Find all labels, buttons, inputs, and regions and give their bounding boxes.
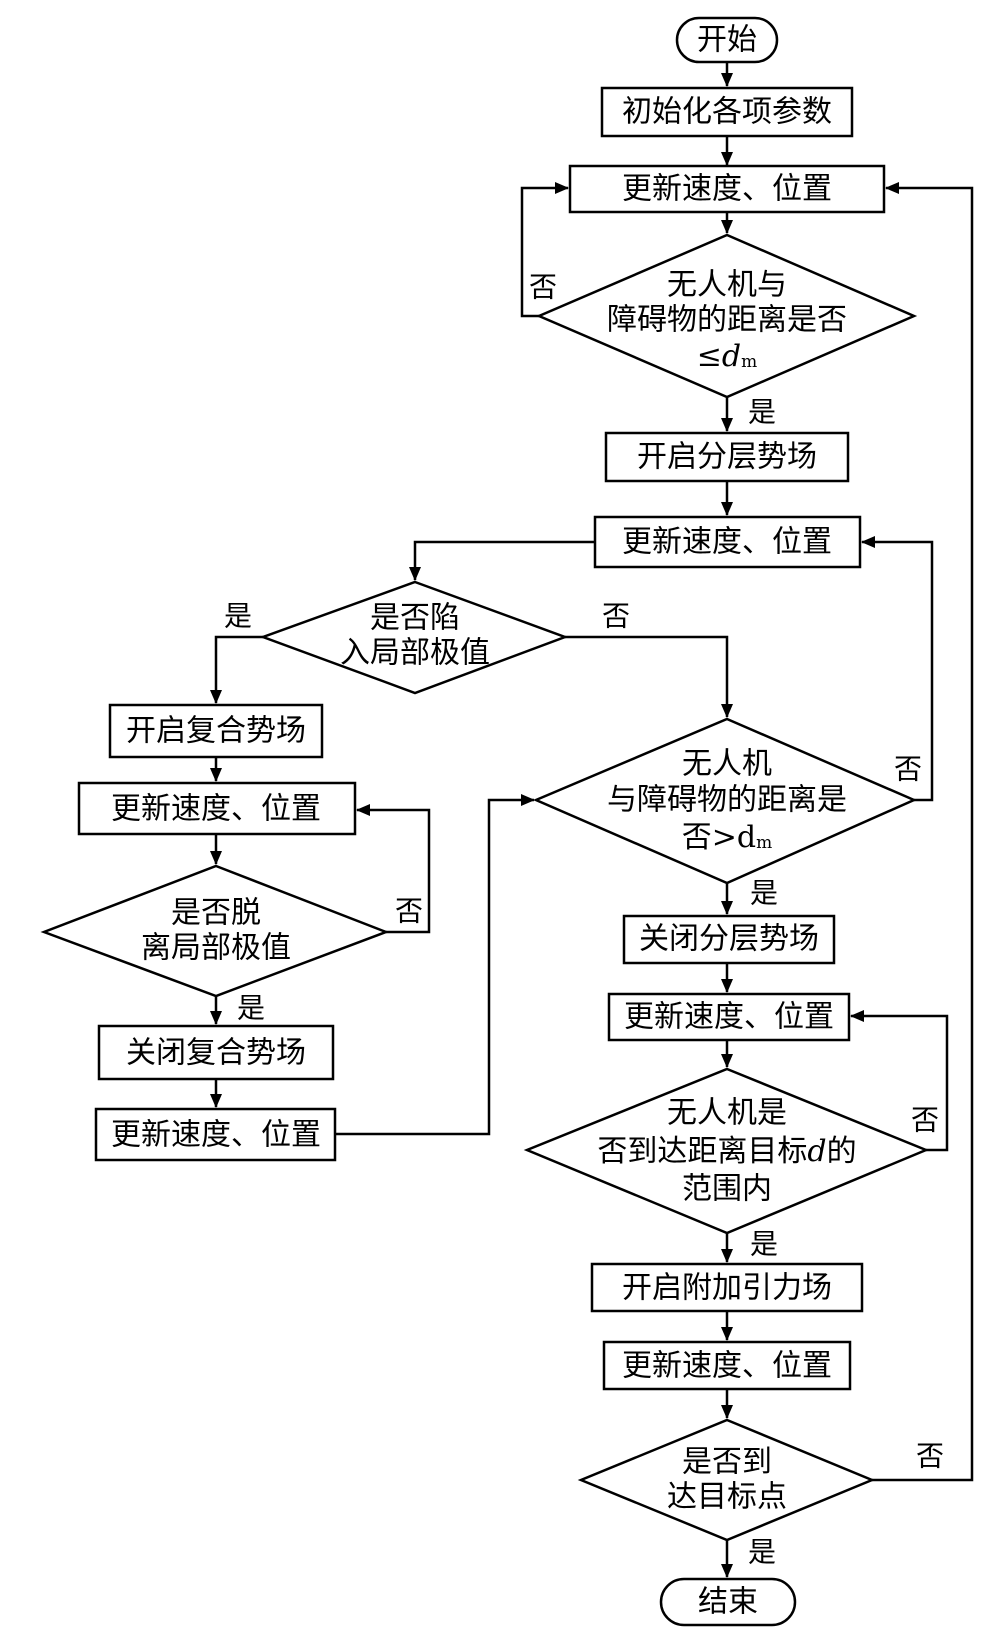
close-layered-node: 关闭分层势场 <box>622 914 836 965</box>
range-line2: 否到达距离目标d的 <box>597 1134 856 1169</box>
open-composite-label: 开启复合势场 <box>126 714 306 749</box>
local-min-line2: 入局部极值 <box>340 636 490 671</box>
goal-line1: 是否到 <box>682 1445 772 1480</box>
open-layered-label: 开启分层势场 <box>637 440 817 475</box>
decision-reach-range: 无人机是 否到达距离目标d的 范围内 <box>523 1067 930 1235</box>
yes-label-range: 是 <box>750 1228 778 1261</box>
no-label-decision2: 否 <box>894 753 922 786</box>
decision-reach-goal: 是否到 达目标点 <box>577 1418 876 1542</box>
decision1-line3: ≤dm <box>697 339 757 374</box>
update4-node: 更新速度、位置 <box>94 1107 337 1162</box>
no-label-escape: 否 <box>395 895 423 928</box>
no-label-local-min: 否 <box>602 600 630 633</box>
edges <box>210 62 974 1578</box>
range-line3: 范围内 <box>682 1172 772 1207</box>
decision-escape-min: 是否脱 离局部极值 <box>40 864 390 998</box>
start-label: 开始 <box>697 23 757 58</box>
escape-line1: 是否脱 <box>171 896 261 931</box>
branch-labels: 否 是 是 否 否 否 是 是 否 是 否 是 <box>224 271 944 1569</box>
edge-localmin-yes-composite <box>210 635 263 704</box>
close-layered-label: 关闭分层势场 <box>639 922 819 957</box>
decision1-line1: 无人机与 <box>667 268 787 303</box>
edge-escape-no-loop <box>356 804 431 934</box>
update1-node: 更新速度、位置 <box>568 164 886 214</box>
yes-label-escape: 是 <box>237 992 265 1025</box>
edge-goal-no-loop <box>872 182 974 1482</box>
close-composite-label: 关闭复合势场 <box>126 1036 306 1071</box>
update6-label: 更新速度、位置 <box>622 1349 832 1384</box>
decision1-line2: 障碍物的距离是否 <box>607 303 847 338</box>
update5-node: 更新速度、位置 <box>607 992 851 1042</box>
open-layered-node: 开启分层势场 <box>604 431 850 483</box>
edge-update4-check2 <box>335 794 535 1136</box>
no-label-goal: 否 <box>916 1440 944 1473</box>
end-node: 结束 <box>659 1577 797 1627</box>
open-extra-node: 开启附加引力场 <box>590 1262 864 1313</box>
update4-label: 更新速度、位置 <box>111 1118 321 1153</box>
edge-check2-no-loop <box>861 536 934 802</box>
update2-label: 更新速度、位置 <box>622 525 832 560</box>
decision-local-min: 是否陷 入局部极值 <box>259 580 569 695</box>
no-label-range: 否 <box>911 1104 939 1137</box>
range-line1: 无人机是 <box>667 1096 787 1131</box>
open-extra-label: 开启附加引力场 <box>622 1271 832 1306</box>
decision2-line2: 与障碍物的距离是 <box>607 783 847 818</box>
close-composite-node: 关闭复合势场 <box>97 1024 335 1081</box>
update5-label: 更新速度、位置 <box>624 1000 834 1035</box>
decision2-line3: 否>dm <box>682 820 772 855</box>
open-composite-node: 开启复合势场 <box>108 703 324 759</box>
yes-label-goal: 是 <box>748 1536 776 1569</box>
escape-line2: 离局部极值 <box>141 931 291 966</box>
update2-node: 更新速度、位置 <box>593 515 862 569</box>
goal-line2: 达目标点 <box>667 1480 787 1515</box>
decision2-line1: 无人机 <box>682 747 772 782</box>
no-label-decision1: 否 <box>529 271 557 304</box>
decision-distance-le-dm: 无人机与 障碍物的距离是否 ≤dm <box>535 233 918 399</box>
init-node: 初始化各项参数 <box>600 86 854 138</box>
update1-label: 更新速度、位置 <box>622 172 832 207</box>
init-label: 初始化各项参数 <box>622 95 832 130</box>
yes-label-decision2: 是 <box>750 877 778 910</box>
local-min-line1: 是否陷 <box>370 601 460 636</box>
yes-label-local-min: 是 <box>224 600 252 633</box>
edge-update2-localmin <box>409 540 595 581</box>
start-node: 开始 <box>675 16 779 64</box>
edge-localmin-no-check2 <box>565 635 733 718</box>
update3-node: 更新速度、位置 <box>77 781 357 836</box>
edge-range-no-loop <box>850 1010 949 1152</box>
update3-label: 更新速度、位置 <box>111 792 321 827</box>
decision-distance-gt-dm: 无人机 与障碍物的距离是 否>dm <box>532 717 918 885</box>
update6-node: 更新速度、位置 <box>602 1340 852 1391</box>
yes-label-decision1: 是 <box>748 396 776 429</box>
edge-check-no-loop <box>520 182 569 318</box>
end-label: 结束 <box>698 1585 758 1620</box>
